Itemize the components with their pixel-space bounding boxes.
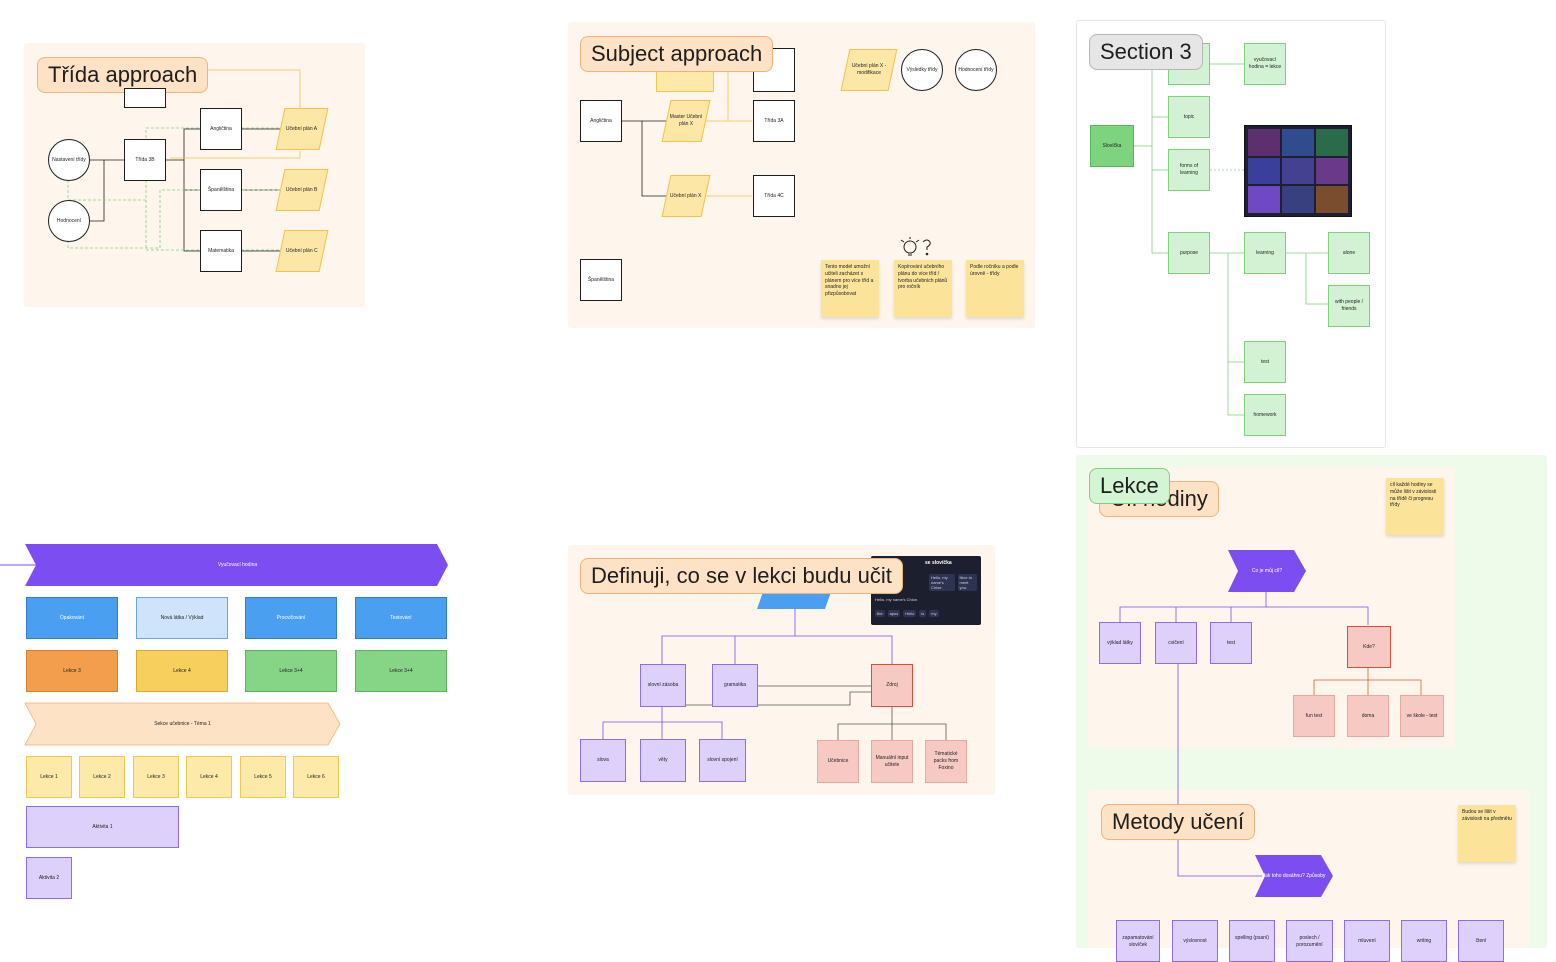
vocab-tag-4[interactable]: is bbox=[919, 610, 927, 617]
lesson-6[interactable]: Lekce 6 bbox=[293, 756, 339, 798]
forms-of-learning-node[interactable]: forms of learning bbox=[1168, 149, 1210, 191]
vocab-tag-5[interactable]: my bbox=[929, 610, 939, 617]
vocab-tag-3[interactable]: Hello bbox=[903, 610, 917, 617]
subject-sticky-1[interactable]: Tento model umožní učiteli zacházet s pl… bbox=[821, 260, 879, 317]
subject-sticky-2[interactable]: Kopírování učebního plánu do více tříd /… bbox=[894, 260, 952, 317]
goal-question-node[interactable]: Co je můj cíl? bbox=[1228, 550, 1306, 592]
class-node[interactable]: Třída 3B bbox=[124, 139, 166, 181]
type-nova-latka[interactable]: Nová látka / Výklad bbox=[136, 597, 228, 639]
definuji-title: Definuji, co se v lekci budu učit bbox=[580, 558, 903, 594]
vyucovaci-hodina-node[interactable]: vyučovací hodina = lekce bbox=[1244, 43, 1286, 85]
lesson-row-2[interactable]: Lekce 4 bbox=[136, 650, 228, 692]
lesson-banner-label[interactable]: Vyučovací hodina bbox=[217, 561, 258, 568]
class-evaluation-circle[interactable]: Hodnocení třídy bbox=[955, 49, 997, 91]
subject-sticky-3[interactable]: Podle ročníku a podle úrovně - třídy bbox=[966, 260, 1024, 317]
how-question-node[interactable]: Jak toho dosáhnu? Způsoby bbox=[1255, 855, 1333, 897]
lesson-1[interactable]: Lekce 1 bbox=[26, 756, 72, 798]
subject-node-2[interactable]: Španělština bbox=[200, 169, 242, 211]
alone-node[interactable]: alone bbox=[1328, 232, 1370, 274]
type-opakovani[interactable]: Opakování bbox=[26, 597, 118, 639]
metody-title: Metody učení bbox=[1101, 804, 1256, 840]
purpose-node[interactable]: purpose bbox=[1168, 232, 1210, 274]
class-results-circle[interactable]: Výsledky třídy bbox=[901, 49, 943, 91]
vocab-chip-2[interactable]: Nice to meet you. bbox=[957, 574, 977, 591]
lesson-row-3[interactable]: Lekce 3+4 bbox=[245, 650, 337, 692]
lightbulb-question-icon bbox=[898, 236, 934, 262]
lesson-5[interactable]: Lekce 5 bbox=[240, 756, 286, 798]
trida-title: Třída approach bbox=[37, 57, 209, 93]
lesson-3[interactable]: Lekce 3 bbox=[133, 756, 179, 798]
sekce-label[interactable]: Sekce učebnice - Téma 1 bbox=[154, 720, 211, 727]
gramatika-node[interactable]: gramatika bbox=[712, 664, 758, 707]
where-node[interactable]: Kde? bbox=[1347, 626, 1391, 668]
class-settings-circle[interactable]: Nastavení třídy bbox=[48, 139, 90, 181]
subject-english-node[interactable]: Angličtina bbox=[580, 100, 622, 142]
topic-node[interactable]: topic bbox=[1168, 96, 1210, 138]
activity-2[interactable]: Aktivita 2 bbox=[26, 857, 72, 899]
test-node[interactable]: test bbox=[1244, 341, 1286, 383]
vocab-tag-1[interactable]: the bbox=[875, 610, 885, 617]
learning-node[interactable]: learning bbox=[1244, 232, 1286, 274]
where-doma[interactable]: doma bbox=[1347, 695, 1389, 737]
vocab-tag-2[interactable]: apos bbox=[887, 610, 901, 617]
vocab-chip-1[interactable]: Hello, my name's Chloe. bbox=[929, 574, 955, 591]
subject-spanish-node[interactable]: Španělština bbox=[580, 259, 622, 301]
how-question-label: Jak toho dosáhnu? Způsoby bbox=[1262, 872, 1326, 879]
activity-1[interactable]: Aktivita 1 bbox=[26, 806, 179, 848]
slovicka-node[interactable]: Slovíčka bbox=[1090, 125, 1134, 167]
vocab-panel: se slovíčka Hello, my name's Chloe. Nice… bbox=[871, 556, 981, 625]
class-3a-node[interactable]: Třída 3A bbox=[753, 100, 795, 142]
lekce-title: Lekce bbox=[1089, 468, 1170, 504]
game-screenshot-image bbox=[1244, 125, 1352, 217]
subject-node-1[interactable]: Angličtina bbox=[200, 108, 242, 150]
class-4c-node[interactable]: Třída 4C bbox=[753, 175, 795, 217]
vocab-line: Hello, my name's Chloe. bbox=[875, 597, 919, 602]
slovni-spojeni-node[interactable]: slovní spojení bbox=[699, 739, 746, 782]
homework-node[interactable]: homework bbox=[1244, 394, 1286, 436]
where-skola[interactable]: ve škole - test bbox=[1400, 695, 1444, 737]
section3-title: Section 3 bbox=[1089, 34, 1203, 70]
manual-input-node[interactable]: Manuální input učitele bbox=[871, 740, 913, 783]
evaluation-circle[interactable]: Hodnocení bbox=[48, 200, 90, 242]
type-procvicovani[interactable]: Procvičování bbox=[245, 597, 337, 639]
lesson-row-4[interactable]: Lekce 3+4 bbox=[355, 650, 447, 692]
thematic-packs-node[interactable]: Tématické packs from Foxino bbox=[925, 740, 967, 783]
option-test[interactable]: test bbox=[1210, 622, 1252, 664]
subject-title: Subject approach bbox=[580, 36, 774, 72]
goal-question-label: Co je můj cíl? bbox=[1251, 567, 1283, 574]
zdroj-node[interactable]: Zdroj bbox=[871, 664, 913, 707]
vocab-panel-heading: se slovíčka bbox=[925, 560, 952, 566]
lesson-2[interactable]: Lekce 2 bbox=[79, 756, 125, 798]
type-testovani[interactable]: Testování bbox=[355, 597, 447, 639]
option-vyklad[interactable]: výklad látky bbox=[1099, 622, 1141, 664]
metody-sticky[interactable]: Budou se lišit v závislosti na předmětu bbox=[1458, 805, 1516, 862]
option-cviceni[interactable]: cvičení bbox=[1155, 622, 1197, 664]
trida-top-node[interactable] bbox=[124, 88, 166, 108]
subject-node-3[interactable]: Matematika bbox=[200, 230, 242, 272]
slova-node[interactable]: slova bbox=[580, 739, 626, 782]
ucebnice-node[interactable]: Učebnice bbox=[817, 740, 859, 783]
lesson-row-1[interactable]: Lekce 3 bbox=[26, 650, 118, 692]
lekce-sticky[interactable]: cíl každé hodiny se může lišit v závislo… bbox=[1386, 478, 1444, 535]
vety-node[interactable]: věty bbox=[640, 739, 686, 782]
where-fun-test[interactable]: fun test bbox=[1293, 695, 1335, 737]
with-people-node[interactable]: with people / friends bbox=[1328, 285, 1370, 327]
slovni-zasoba-node[interactable]: slovní zásoba bbox=[640, 664, 686, 707]
lesson-4[interactable]: Lekce 4 bbox=[186, 756, 232, 798]
